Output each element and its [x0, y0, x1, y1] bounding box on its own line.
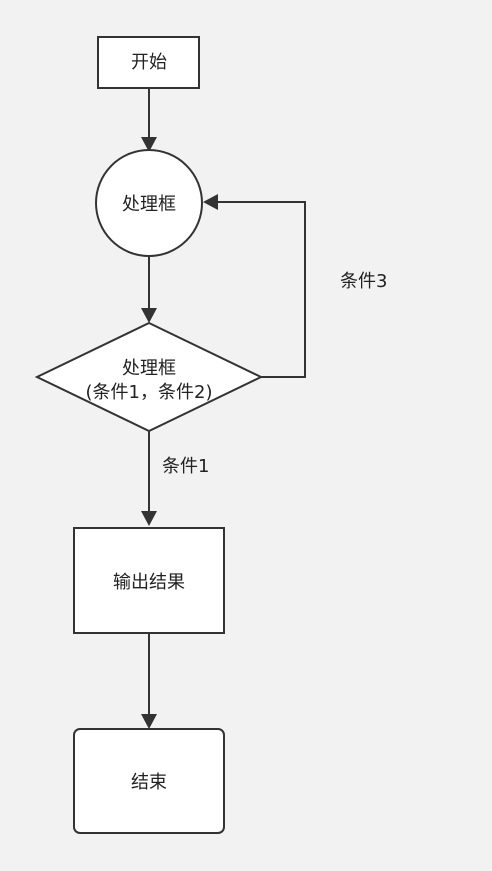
edge-to-output-label: 条件1 [162, 456, 209, 477]
end-node-label: 结束 [131, 772, 167, 793]
arrowhead-loop-back [203, 194, 218, 210]
decision-node-label-line1: 处理框 [122, 358, 176, 379]
arrowhead-start-to-process [141, 137, 157, 152]
start-node-label: 开始 [131, 52, 167, 73]
start-node [97, 36, 200, 89]
output-node-label: 输出结果 [113, 572, 185, 593]
output-node [73, 527, 225, 634]
end-node [73, 728, 225, 834]
arrowhead-output-to-end [141, 714, 157, 729]
arrowhead-process-to-decision [141, 308, 157, 323]
arrowhead-decision-to-output [141, 511, 157, 526]
edge-loop-back-label: 条件3 [340, 271, 387, 292]
decision-node-label-line2: (条件1，条件2) [86, 382, 213, 403]
process-node-label: 处理框 [122, 194, 176, 215]
edge-loop-back [218, 201, 306, 378]
